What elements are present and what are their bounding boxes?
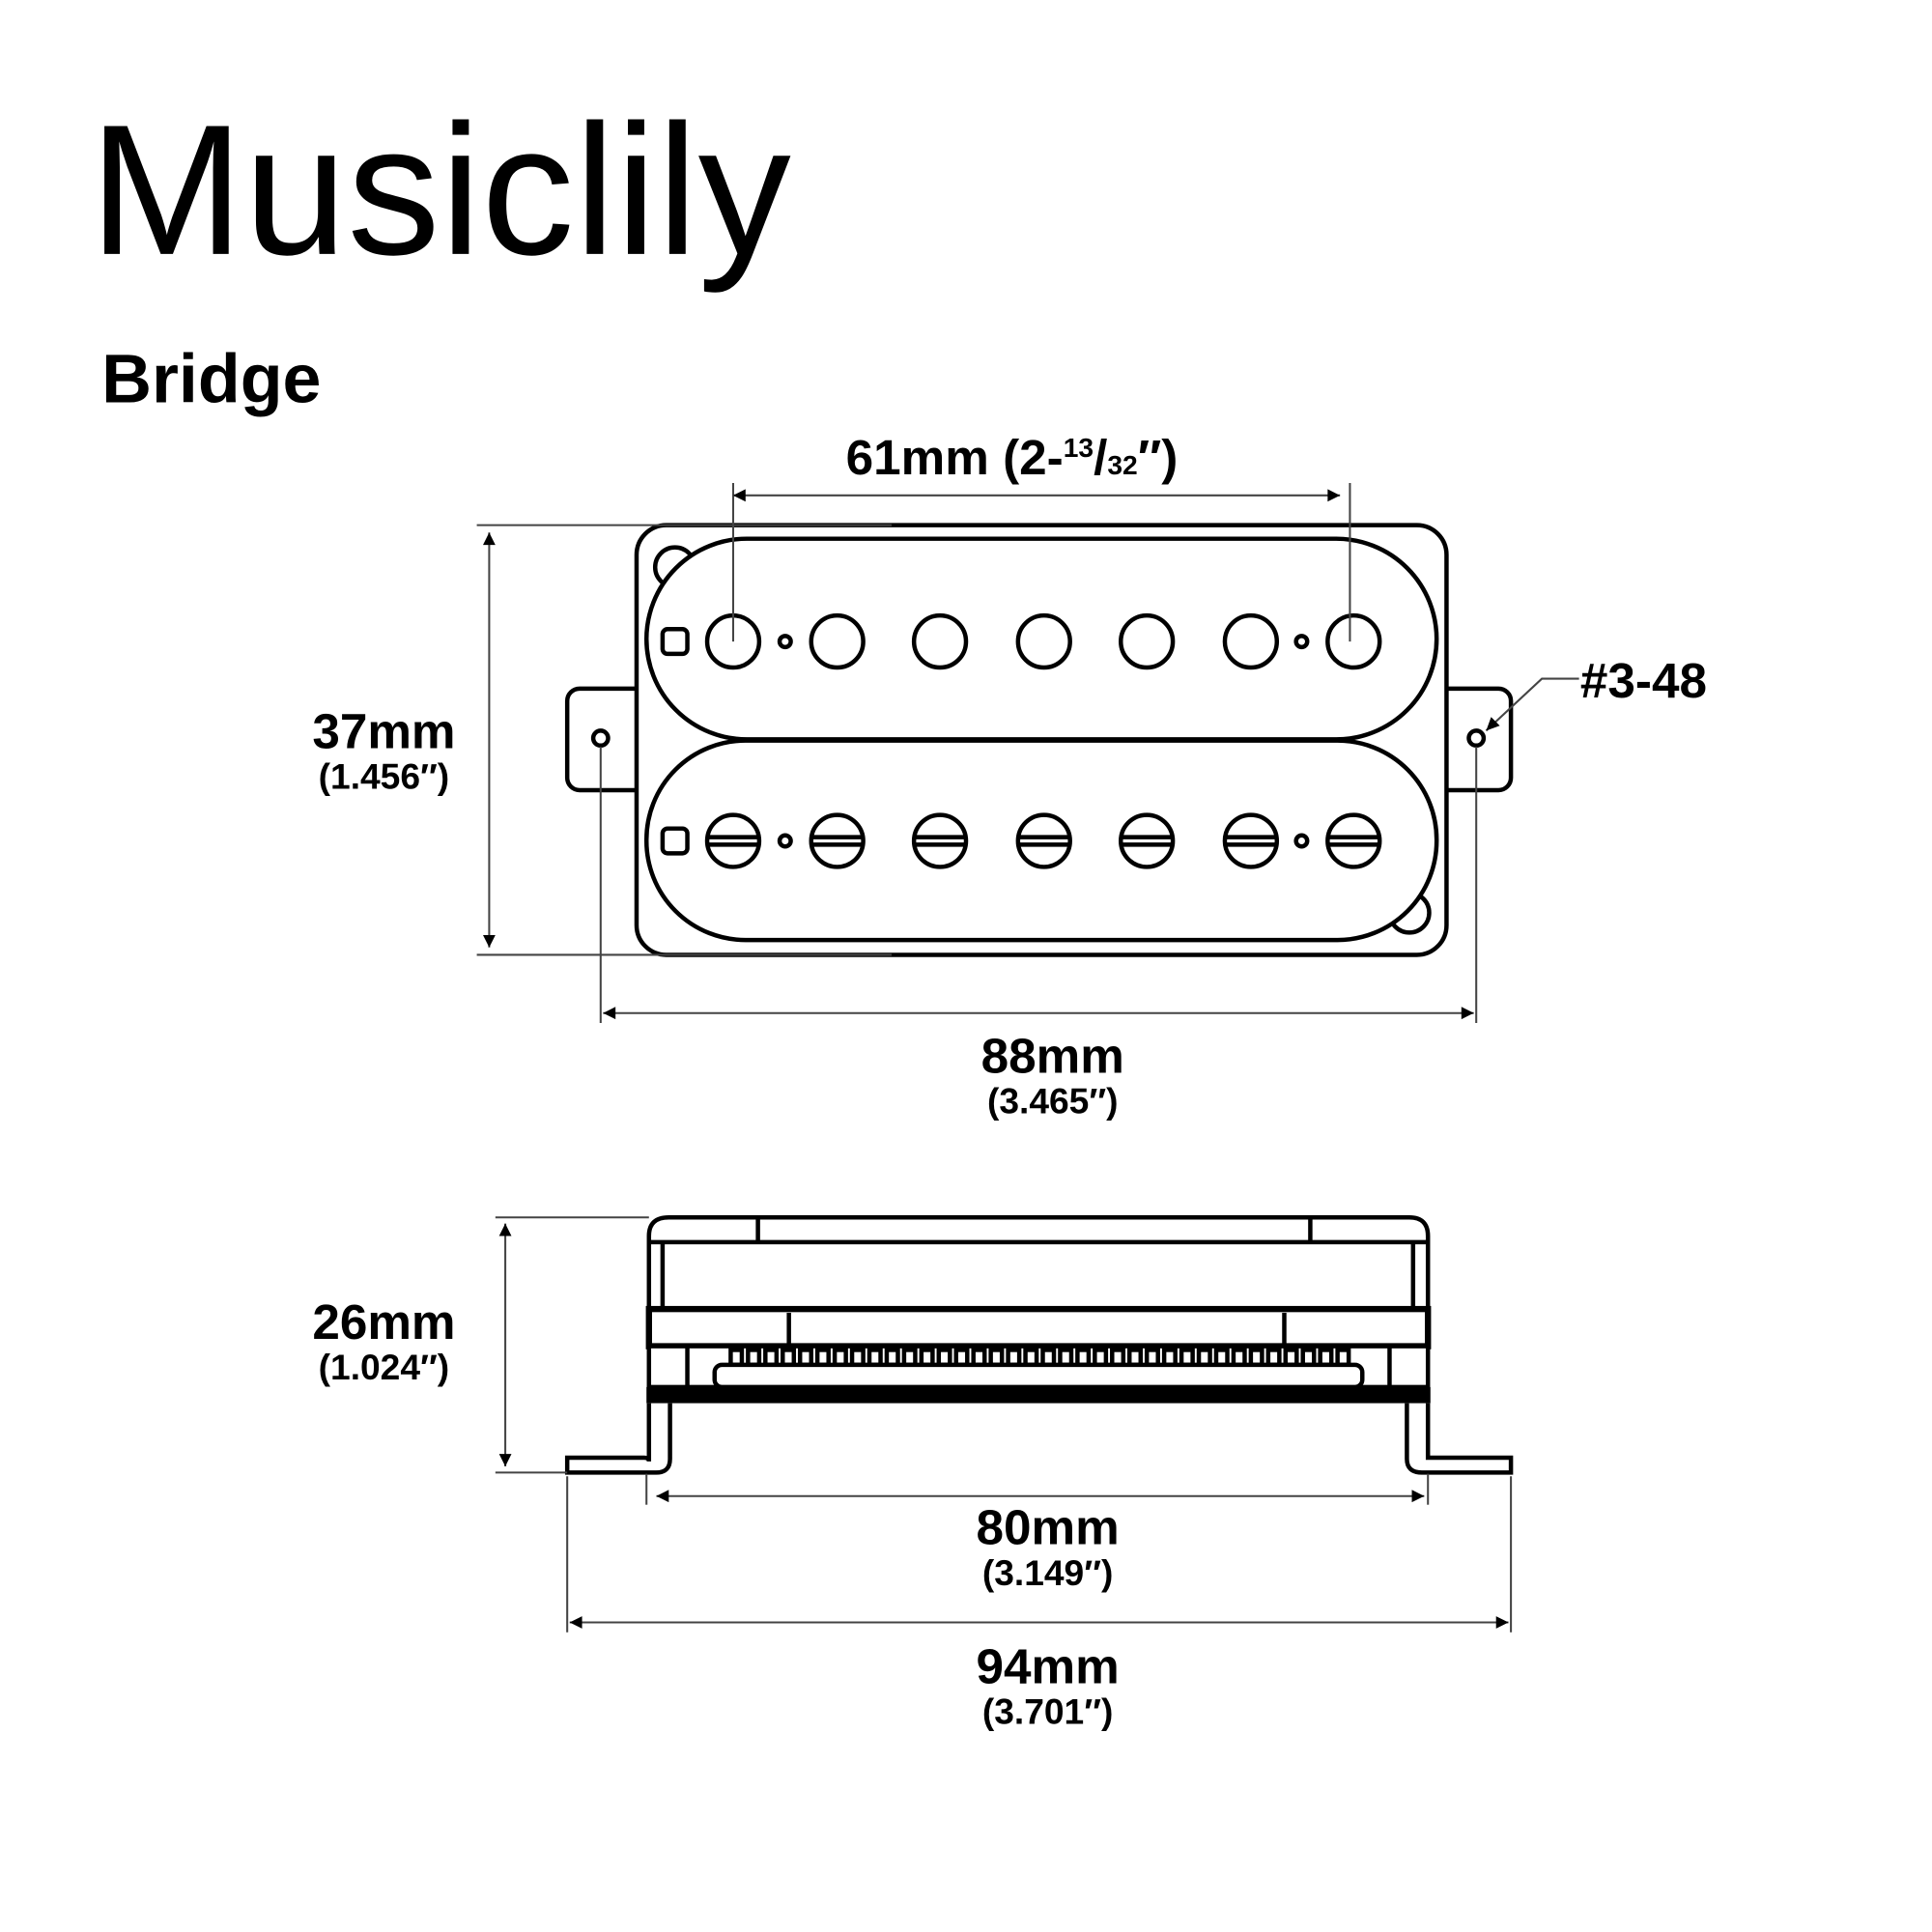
dimension-80mm: 80mm (3.149″) (645, 1473, 1430, 1593)
screw-callout: #3-48 (1485, 653, 1707, 732)
svg-text:(3.149″): (3.149″) (982, 1552, 1114, 1593)
dimension-26mm: 26mm (1.024″) (312, 1216, 649, 1474)
pole-piece (1222, 812, 1280, 869)
pole-piece (1325, 812, 1382, 869)
left-screw-hole (590, 728, 611, 749)
svg-text:94mm: 94mm (977, 1638, 1120, 1693)
pickup-top-view (564, 523, 1514, 957)
pickup-side-view (564, 1215, 1514, 1475)
svg-text:#3-48: #3-48 (1580, 653, 1707, 708)
svg-text:88mm: 88mm (981, 1028, 1124, 1083)
svg-text:80mm: 80mm (977, 1500, 1120, 1555)
small-hole (1293, 833, 1310, 849)
pole-piece (1222, 612, 1280, 670)
svg-text:(3.701″): (3.701″) (982, 1691, 1114, 1732)
pole-piece (911, 812, 969, 869)
pole-piece (809, 812, 866, 869)
square-screw (660, 826, 690, 856)
svg-text:26mm: 26mm (312, 1294, 455, 1350)
svg-text:(3.465″): (3.465″) (987, 1081, 1119, 1122)
pole-piece (1119, 812, 1176, 869)
pole-piece (1015, 812, 1072, 869)
pole-piece (1119, 612, 1176, 670)
svg-text:37mm: 37mm (312, 703, 455, 758)
right-screw-hole (1466, 728, 1487, 749)
square-screw (660, 627, 690, 657)
pole-piece (1325, 612, 1382, 670)
dimension-94mm: 94mm (3.701″) (566, 1476, 1513, 1732)
svg-text:(1.024″): (1.024″) (319, 1347, 450, 1387)
small-hole (1293, 634, 1310, 650)
dimension-61mm: 61mm (2-13/32″) (731, 430, 1351, 642)
pole-piece (704, 812, 762, 869)
brand-logo: Musiclily (89, 86, 790, 294)
pickup-position-title: Bridge (101, 341, 321, 418)
svg-text:(1.456″): (1.456″) (319, 756, 450, 797)
pole-piece (911, 612, 969, 670)
small-hole (777, 634, 793, 650)
small-hole (777, 833, 793, 849)
dimension-88mm: 88mm (3.465″) (599, 747, 1478, 1122)
dimension-37mm: 37mm (1.456″) (312, 524, 893, 956)
svg-text:61mm (2-13/32″): 61mm (2-13/32″) (846, 430, 1179, 485)
pole-piece (1015, 612, 1072, 670)
pole-piece (809, 612, 866, 670)
